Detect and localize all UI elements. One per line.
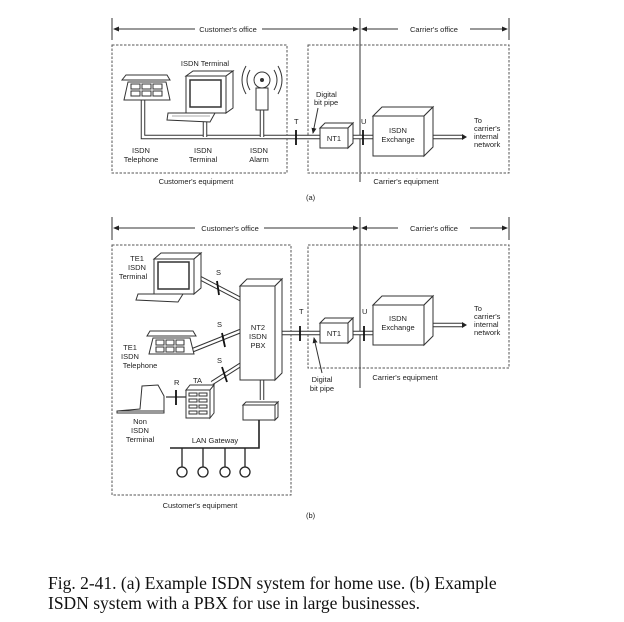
ta-label: TA	[193, 376, 202, 385]
digital-bit-pipe-pointer-b	[312, 337, 323, 374]
digital-bit-pipe-label-2-b: bit pipe	[310, 384, 334, 393]
carriers-office-label-b: Carrier's office	[410, 224, 458, 233]
lan-node-2	[197, 466, 209, 478]
te1-terminal-label-1: TE1	[130, 254, 144, 263]
isdn-diagram: Customer's office Carrier's office	[111, 18, 510, 520]
carriers-equipment-box-b	[307, 244, 510, 369]
isdn-terminal-icon	[166, 70, 235, 123]
u-label-b: U	[362, 307, 367, 316]
isdn-exchange-label-1-b: ISDN	[389, 314, 407, 323]
isdn-exchange-box-a	[371, 105, 435, 158]
te1-isdn-telephone-icon	[146, 330, 197, 355]
isdn-telephone-label-2: Telephone	[124, 155, 159, 164]
digital-bit-pipe-label-1-b: Digital	[312, 375, 333, 384]
to-network-label-4-a: network	[474, 140, 501, 149]
to-network-label-4-b: network	[474, 328, 501, 337]
to-network-label-1-a: To	[474, 116, 482, 125]
customers-equipment-label-a: Customer's equipment	[159, 177, 235, 186]
non-isdn-terminal-label-2: ISDN	[131, 426, 149, 435]
te1-telephone-label-1: TE1	[123, 343, 137, 352]
t-label-b: T	[299, 307, 304, 316]
isdn-exchange-label-1-a: ISDN	[389, 126, 407, 135]
lan-node-3	[219, 466, 231, 478]
nt1-box-a	[318, 121, 355, 150]
nt1-box-b	[318, 316, 355, 345]
panel-label-b: (b)	[306, 511, 316, 520]
lan-node-1	[176, 466, 188, 478]
panel-label-a: (a)	[306, 193, 316, 202]
to-network-label-1-b: To	[474, 304, 482, 313]
isdn-alarm-label-1: ISDN	[250, 146, 268, 155]
nt2-isdn-pbx-box	[238, 277, 284, 382]
te1-telephone-label-3: Telephone	[123, 361, 158, 370]
s-reference-point-2	[221, 332, 226, 348]
nt2-label-1: NT2	[251, 323, 265, 332]
nt1-label-a: NT1	[327, 134, 341, 143]
carriers-equipment-box-a	[307, 44, 510, 174]
caption-line-1: Fig. 2-41. (a) Example ISDN system for h…	[48, 573, 497, 593]
customers-equipment-box-a	[111, 44, 288, 174]
te1-terminal-label-3: Terminal	[119, 272, 148, 281]
s-label-3: S	[217, 356, 222, 365]
nt2-label-3: PBX	[250, 341, 265, 350]
isdn-telephone-label-1: ISDN	[132, 146, 150, 155]
digital-bit-pipe-label-2: bit pipe	[314, 98, 338, 107]
isdn-exchange-box-b	[371, 294, 435, 347]
figure-caption: Fig. 2-41. (a) Example ISDN system for h…	[48, 573, 588, 613]
isdn-terminal-top-label: ISDN Terminal	[181, 59, 230, 68]
lan-node-4	[239, 466, 251, 478]
isdn-terminal-label-2: Terminal	[189, 155, 218, 164]
non-isdn-terminal-label-3: Terminal	[126, 435, 155, 444]
isdn-exchange-label-2-b: Exchange	[381, 323, 414, 332]
r-label: R	[174, 378, 180, 387]
lan-bus	[170, 420, 260, 478]
nt1-label-b: NT1	[327, 329, 341, 338]
s-label-2: S	[217, 320, 222, 329]
diagram-a: Customer's office Carrier's office	[111, 18, 510, 202]
te1-isdn-terminal-icon	[135, 251, 203, 303]
te1-telephone-label-2: ISDN	[121, 352, 139, 361]
diagram-b: Customer's office Carrier's office S S S	[111, 217, 510, 520]
u-label-a: U	[361, 117, 366, 126]
isdn-alarm-label-2: Alarm	[249, 155, 269, 164]
isdn-exchange-label-2-a: Exchange	[381, 135, 414, 144]
non-isdn-terminal-label-1: Non	[133, 417, 147, 426]
s-reference-point-3	[221, 366, 228, 383]
carriers-office-label: Carrier's office	[410, 25, 458, 34]
customers-office-label: Customer's office	[199, 25, 257, 34]
customers-equipment-label-b: Customer's equipment	[163, 501, 239, 510]
digital-bit-pipe-label-1: Digital	[316, 90, 337, 99]
te1-terminal-label-2: ISDN	[128, 263, 146, 272]
non-isdn-terminal-icon	[116, 384, 165, 414]
isdn-terminal-label-1: ISDN	[194, 146, 212, 155]
lan-gateway-box	[241, 400, 280, 422]
s-label-1: S	[216, 268, 221, 277]
customers-equipment-box-b	[111, 244, 292, 496]
to-network-label-2-b: carrier's	[474, 312, 501, 321]
lan-gateway-label: LAN Gateway	[192, 436, 239, 445]
to-network-label-2-a: carrier's	[474, 124, 501, 133]
s-reference-point-1	[216, 280, 220, 296]
t-label-a: T	[294, 117, 299, 126]
customers-office-label-b: Customer's office	[201, 224, 259, 233]
isdn-alarm-icon	[241, 65, 283, 111]
digital-bit-pipe-pointer	[311, 107, 319, 134]
terminal-adapter-icon	[184, 383, 216, 420]
carriers-equipment-label-a: Carrier's equipment	[373, 177, 439, 186]
to-network-label-3-b: internal	[474, 320, 499, 329]
isdn-telephone-icon	[120, 74, 171, 101]
nt2-label-2: ISDN	[249, 332, 267, 341]
carriers-equipment-label-b: Carrier's equipment	[372, 373, 438, 382]
to-network-label-3-a: internal	[474, 132, 499, 141]
caption-line-2: ISDN system with a PBX for use in large …	[48, 593, 421, 613]
